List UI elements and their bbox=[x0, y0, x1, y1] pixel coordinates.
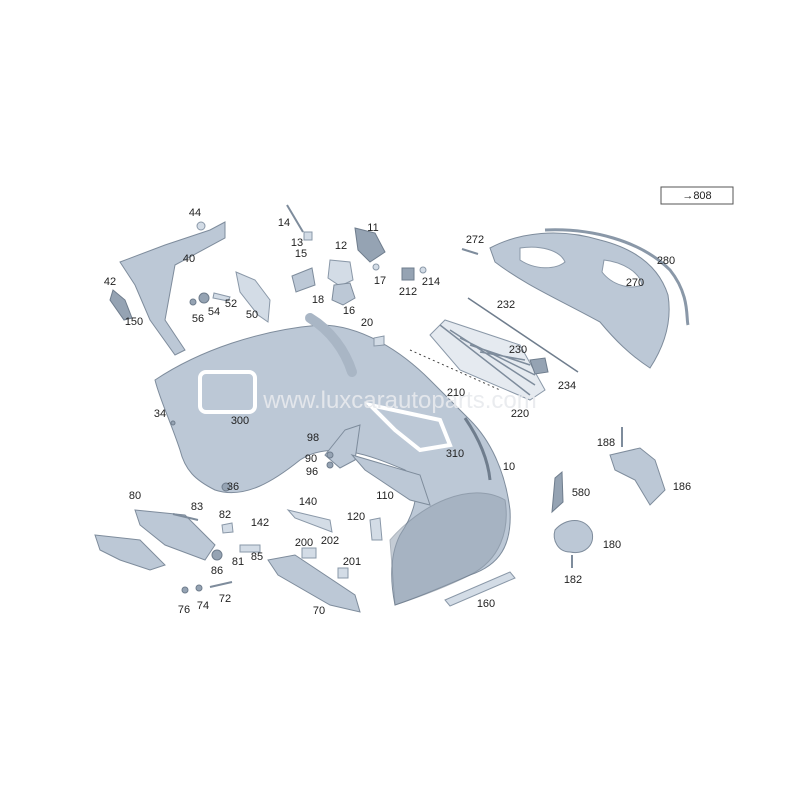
callout-202[interactable]: 202 bbox=[321, 535, 339, 547]
callout-12[interactable]: 12 bbox=[335, 240, 347, 252]
reference-label: →808 bbox=[682, 190, 711, 202]
callout-98[interactable]: 98 bbox=[307, 432, 319, 444]
callout-52[interactable]: 52 bbox=[225, 298, 237, 310]
callout-120[interactable]: 120 bbox=[347, 511, 365, 523]
callout-310[interactable]: 310 bbox=[446, 448, 464, 460]
callout-300[interactable]: 300 bbox=[231, 415, 249, 427]
callout-20[interactable]: 20 bbox=[361, 317, 373, 329]
callout-210[interactable]: 210 bbox=[447, 387, 465, 399]
side-bracket-left bbox=[109, 221, 226, 356]
callout-36[interactable]: 36 bbox=[227, 481, 239, 493]
callout-180[interactable]: 180 bbox=[603, 539, 621, 551]
lower-center-parts bbox=[267, 424, 516, 613]
callout-230[interactable]: 230 bbox=[509, 344, 527, 356]
callout-96[interactable]: 96 bbox=[306, 466, 318, 478]
callout-40[interactable]: 40 bbox=[183, 253, 195, 265]
callout-10[interactable]: 10 bbox=[503, 461, 515, 473]
reference-box[interactable]: →808 bbox=[660, 186, 734, 205]
callout-214[interactable]: 214 bbox=[422, 276, 440, 288]
callout-272[interactable]: 272 bbox=[466, 234, 484, 246]
callout-86[interactable]: 86 bbox=[211, 565, 223, 577]
callout-188[interactable]: 188 bbox=[597, 437, 615, 449]
callout-42[interactable]: 42 bbox=[104, 276, 116, 288]
callout-15[interactable]: 15 bbox=[295, 248, 307, 260]
callout-54[interactable]: 54 bbox=[208, 306, 220, 318]
callout-160[interactable]: 160 bbox=[477, 598, 495, 610]
callout-74[interactable]: 74 bbox=[197, 600, 209, 612]
bumper-cover bbox=[154, 313, 511, 606]
rear-diffuser bbox=[461, 228, 690, 373]
callout-81[interactable]: 81 bbox=[232, 556, 244, 568]
clip-parts-upper bbox=[189, 204, 427, 347]
callout-50[interactable]: 50 bbox=[246, 309, 258, 321]
lower-grille bbox=[409, 319, 549, 401]
callout-150[interactable]: 150 bbox=[125, 316, 143, 328]
callout-83[interactable]: 83 bbox=[191, 501, 203, 513]
callout-234[interactable]: 234 bbox=[558, 380, 576, 392]
callout-13[interactable]: 13 bbox=[291, 237, 303, 249]
callout-18[interactable]: 18 bbox=[312, 294, 324, 306]
callout-280[interactable]: 280 bbox=[657, 255, 675, 267]
callout-186[interactable]: 186 bbox=[673, 481, 691, 493]
callout-16[interactable]: 16 bbox=[343, 305, 355, 317]
callout-90[interactable]: 90 bbox=[305, 453, 317, 465]
callout-11[interactable]: 11 bbox=[367, 222, 378, 234]
lower-left-parts bbox=[94, 420, 261, 594]
callout-142[interactable]: 142 bbox=[251, 517, 269, 529]
callout-140[interactable]: 140 bbox=[299, 496, 317, 508]
callout-44[interactable]: 44 bbox=[189, 207, 201, 219]
callout-270[interactable]: 270 bbox=[626, 277, 644, 289]
callout-200[interactable]: 200 bbox=[295, 537, 313, 549]
callout-56[interactable]: 56 bbox=[192, 313, 204, 325]
callout-201[interactable]: 201 bbox=[343, 556, 361, 568]
callout-76[interactable]: 76 bbox=[178, 604, 190, 616]
callout-14[interactable]: 14 bbox=[278, 217, 290, 229]
callout-34[interactable]: 34 bbox=[154, 408, 166, 420]
callout-17[interactable]: 17 bbox=[374, 275, 386, 287]
callout-232[interactable]: 232 bbox=[497, 299, 515, 311]
watermark: www.luxcarautoparts.com bbox=[262, 387, 536, 414]
callout-580[interactable]: 580 bbox=[572, 487, 590, 499]
right-side-parts bbox=[551, 427, 666, 568]
callout-85[interactable]: 85 bbox=[251, 551, 263, 563]
callout-110[interactable]: 110 bbox=[376, 490, 394, 502]
callout-212[interactable]: 212 bbox=[399, 286, 417, 298]
callout-72[interactable]: 72 bbox=[219, 593, 231, 605]
callout-70[interactable]: 70 bbox=[313, 605, 325, 617]
callout-80[interactable]: 80 bbox=[129, 490, 141, 502]
callout-220[interactable]: 220 bbox=[511, 408, 529, 420]
callout-182[interactable]: 182 bbox=[564, 574, 582, 586]
callout-82[interactable]: 82 bbox=[219, 509, 231, 521]
